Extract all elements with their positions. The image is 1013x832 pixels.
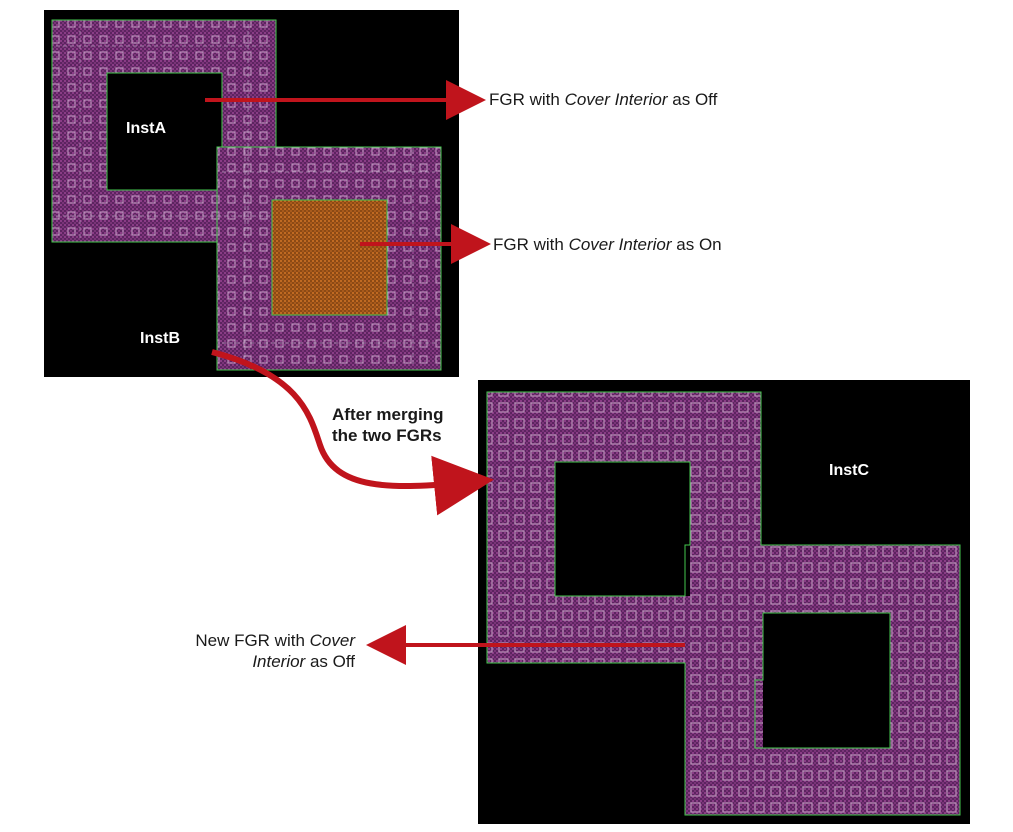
annotation-fgr-off: FGR with Cover Interior as Off [489, 89, 717, 110]
annotation-new-fgr: New FGR with Cover Interior as Off [160, 630, 355, 672]
inst-c-merged-fgr [486, 391, 961, 816]
annotation-fgr-off-prefix: FGR with [489, 90, 565, 109]
annotation-fgr-off-emph: Cover Interior [564, 90, 668, 109]
annotation-merge-line1: After merging [332, 405, 444, 424]
inst-b-fgr [216, 146, 442, 371]
annotation-merge-line2: the two FGRs [332, 426, 442, 445]
annotation-new-fgr-suffix: as Off [305, 652, 355, 671]
inst-b-label: InstB [140, 330, 180, 347]
grid-lines [56, 24, 435, 366]
annotation-fgr-on-emph: Cover Interior [568, 235, 672, 254]
annotation-new-fgr-emph2: Interior [252, 652, 306, 671]
inst-c-label: InstC [829, 462, 869, 479]
annotation-new-fgr-prefix: New FGR with [195, 631, 310, 650]
inst-a-label: InstA [126, 120, 166, 137]
inst-b-covered-interior [272, 200, 387, 315]
annotation-fgr-on: FGR with Cover Interior as On [493, 234, 722, 255]
arrow-merge [211, 349, 494, 516]
annotation-new-fgr-emph1: Cover [309, 631, 355, 650]
annotation-fgr-on-suffix: as On [671, 235, 722, 254]
annotation-fgr-off-suffix: as Off [667, 90, 718, 109]
annotation-merge: After merging the two FGRs [332, 404, 443, 446]
annotation-fgr-on-prefix: FGR with [493, 235, 569, 254]
